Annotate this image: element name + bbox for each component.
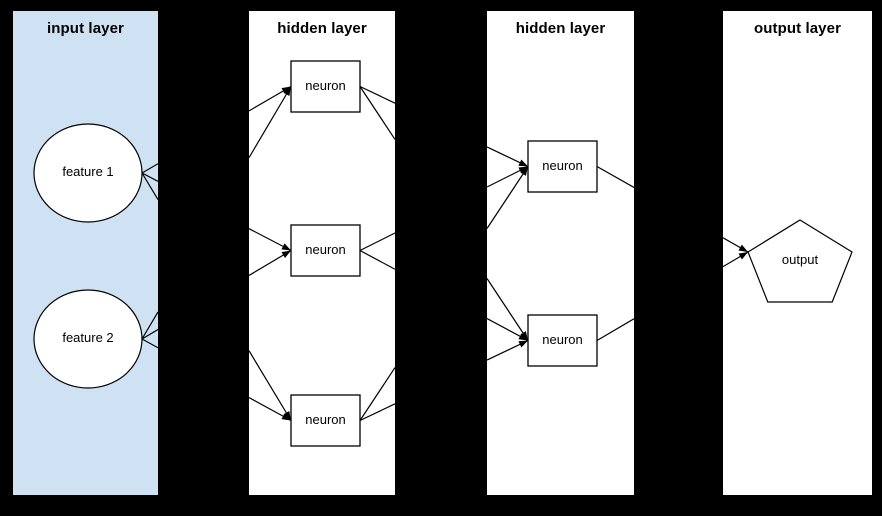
hidden-layer-1-title: hidden layer (277, 20, 367, 37)
output-layer-edges (723, 219, 853, 303)
node-label-feature-1: feature 1 (62, 164, 114, 179)
edge-arrowhead (281, 86, 291, 94)
node-label-hidden-2-neuron-1: neuron (542, 157, 583, 173)
edge-arrowhead (520, 166, 528, 176)
node-label-hidden-1-neuron-3: neuron (305, 411, 346, 427)
input-layer-edges (33, 123, 158, 389)
edge-segment (141, 172, 158, 182)
edge-segment (596, 318, 634, 342)
edge-arrowhead (518, 340, 528, 348)
node-shape-output-node[interactable] (747, 219, 853, 303)
hidden-layer-1-edges (249, 60, 395, 447)
edge-segment (249, 350, 292, 421)
node-label-hidden-1-neuron-2: neuron (305, 241, 346, 257)
layer-panel-input-layer[interactable]: input layer feature 1 feature 2 (13, 11, 158, 495)
node-label-feature-2: feature 2 (62, 330, 114, 345)
edge-segment (596, 165, 634, 188)
edge-arrowhead (281, 250, 291, 259)
edge-arrowhead (281, 413, 291, 421)
edge-arrowhead (281, 243, 291, 251)
output-layer-title: output layer (753, 20, 842, 37)
edge-segment (359, 85, 395, 104)
layer-panel-output-layer[interactable]: output layer output (723, 11, 872, 495)
edge-arrowhead (518, 333, 528, 341)
edge-arrowhead (520, 331, 528, 341)
hidden-layer-2-title: hidden layer (515, 20, 606, 37)
edge-arrowhead (738, 251, 748, 260)
node-shape-hidden-1-neuron-1[interactable] (290, 60, 361, 113)
layer-panel-hidden-layer-1[interactable]: hidden layer neuron neuron neuron (249, 11, 395, 495)
node-shape-hidden-2-neuron-1[interactable] (527, 140, 598, 193)
edge-segment (141, 338, 158, 349)
edge-segment (487, 166, 529, 229)
edge-segment (141, 163, 158, 174)
edge-segment (141, 311, 158, 340)
edge-segment (359, 249, 395, 270)
node-label-output-node: output (781, 252, 819, 267)
node-shape-hidden-1-neuron-3[interactable] (290, 394, 361, 447)
edge-arrowhead (283, 86, 291, 96)
edge-segment (487, 278, 529, 341)
edge-arrowhead (518, 159, 528, 167)
edge-arrowhead (738, 244, 748, 252)
edge-segment (249, 86, 292, 158)
edge-segment (141, 328, 158, 340)
input-layer-title: input layer (47, 20, 124, 37)
edge-arrowhead (283, 411, 291, 421)
edge-segment (359, 86, 395, 140)
edge-segment (141, 172, 158, 200)
node-label-hidden-1-neuron-1: neuron (305, 77, 346, 93)
layer-panel-hidden-layer-2[interactable]: hidden layer neuron neuron (487, 11, 634, 495)
edge-segment (359, 367, 395, 421)
hidden-layer-2-edges (487, 140, 634, 367)
node-label-hidden-2-neuron-2: neuron (542, 331, 583, 347)
edge-segment (359, 403, 395, 422)
edge-segment (359, 232, 395, 252)
